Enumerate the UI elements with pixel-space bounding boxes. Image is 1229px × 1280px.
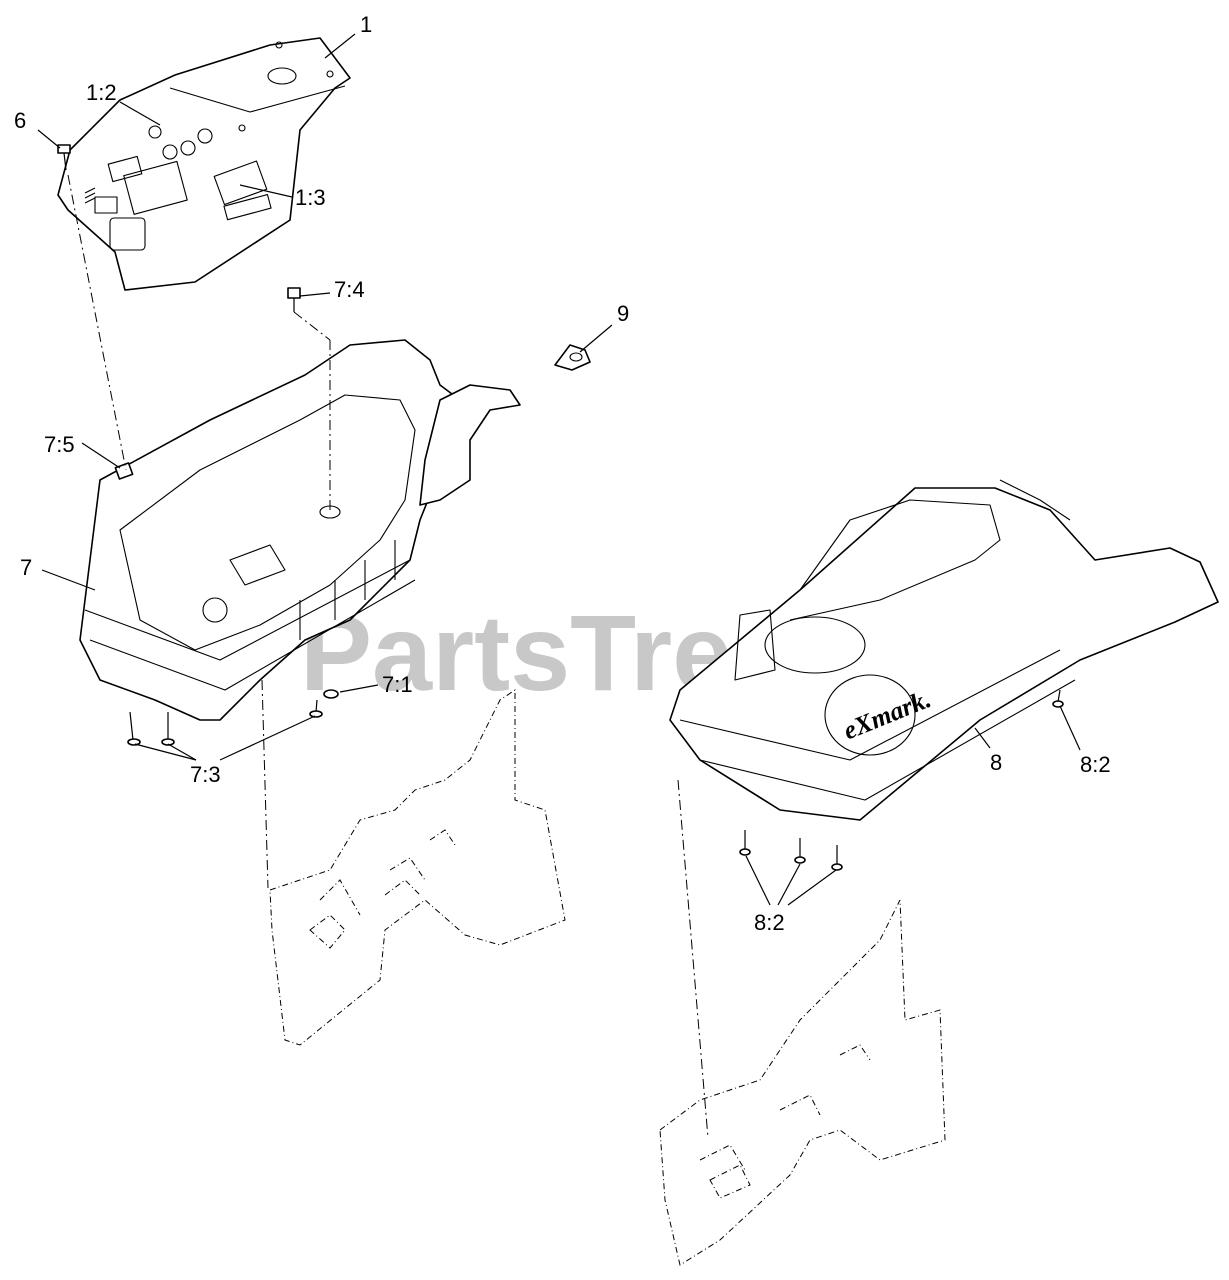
callout-7-4: 7:4	[334, 277, 365, 302]
callout-1-2: 1:2	[86, 80, 117, 105]
callout-9: 9	[617, 301, 629, 326]
bolt-part-6	[57, 144, 71, 171]
callout-8: 8	[990, 750, 1002, 775]
callout-8-2-bottom: 8:2	[754, 910, 785, 935]
callout-6: 6	[14, 108, 26, 133]
callout-7-1: 7:1	[382, 672, 413, 697]
control-panel-plate	[57, 37, 351, 291]
left-ghost-floor-pan	[269, 689, 566, 1046]
right-fuel-tank-cover: eXmark.	[669, 479, 1219, 821]
callout-7-3: 7:3	[190, 762, 221, 787]
left-fuel-tank	[79, 339, 521, 721]
callout-labels: 1 1:2 1:3 6 7:4 9 7:5 7 7:1 7:3 8 8:2 8:…	[14, 12, 1111, 935]
callout-7-5: 7:5	[44, 432, 75, 457]
callout-7: 7	[20, 555, 32, 580]
callout-1-3: 1:3	[295, 185, 326, 210]
fastener-parts-left	[114, 287, 339, 746]
fastener-parts-right	[739, 689, 1064, 871]
callout-leaders	[37, 33, 1081, 906]
alignment-lines	[67, 174, 709, 1139]
right-ghost-floor-pan	[659, 899, 946, 1266]
callout-8-2-right: 8:2	[1080, 752, 1111, 777]
callout-1: 1	[360, 12, 372, 37]
